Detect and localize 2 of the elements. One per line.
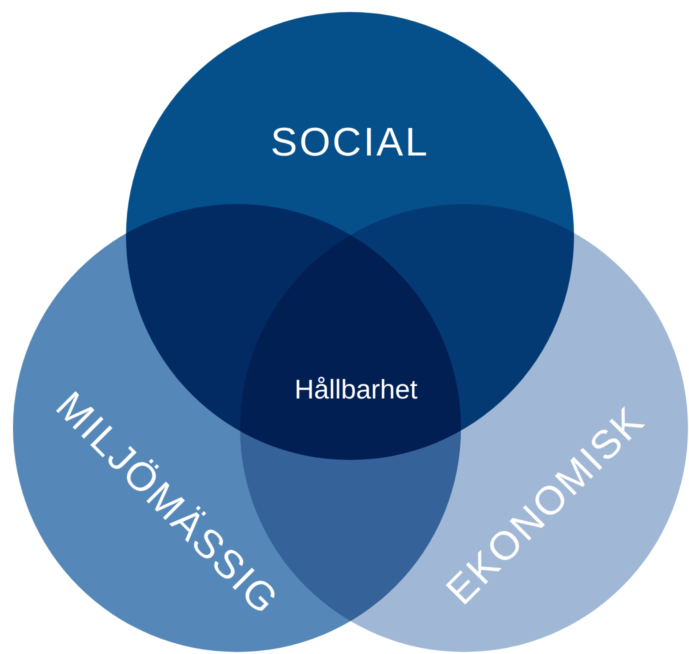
circle-label: SOCIAL [270,120,430,166]
center-label: Hållbarhet [294,374,418,406]
